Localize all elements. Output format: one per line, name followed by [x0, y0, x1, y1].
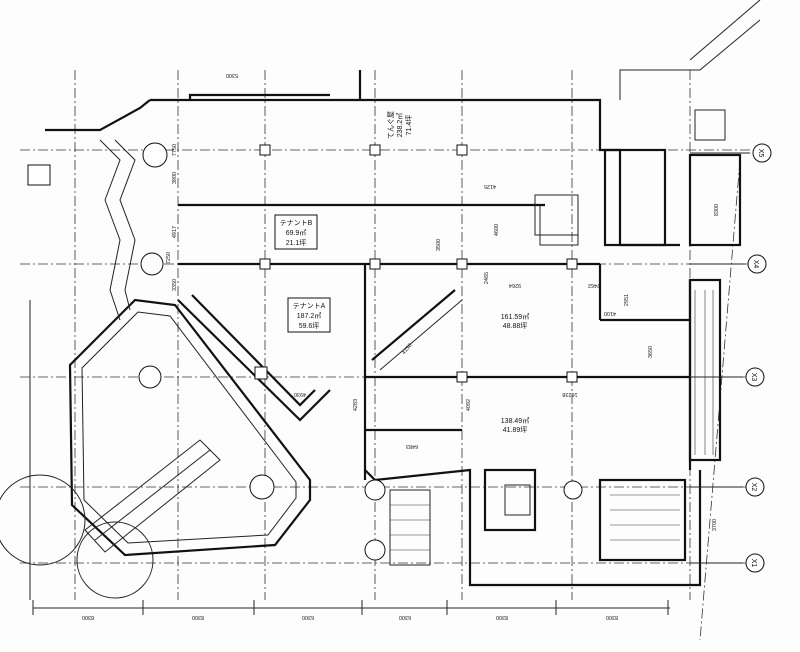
- room-tenant-a: テナントA 187.2㎡ 59.6坪: [287, 297, 331, 333]
- room-area: 187.2㎡: [297, 312, 322, 320]
- dimension-label: 3350: [172, 279, 178, 291]
- room-tsubo: 21.1坪: [286, 239, 307, 247]
- dimension-label: 4930: [294, 391, 306, 397]
- dimension-label: 8300: [496, 614, 508, 620]
- svg-text:X2: X2: [750, 483, 757, 492]
- dimension-label: 6300: [302, 614, 314, 620]
- grid-bubble-x3: X3: [690, 367, 765, 387]
- dimension-label: 4283: [353, 399, 359, 411]
- interior-dimensions: 5300 7750 3900 4917 7250 3350 4125 4600 …: [166, 72, 720, 531]
- dimension-label: 5300: [226, 72, 238, 78]
- grid-bubble-x4: X4: [690, 254, 767, 274]
- room-name: テナントB: [280, 219, 313, 227]
- dimension-label: 4600: [494, 224, 500, 236]
- dimension-label: 8300: [82, 614, 94, 620]
- room-area: 138.49㎡: [501, 417, 529, 425]
- svg-text:X1: X1: [750, 559, 757, 568]
- bottom-dimensions: 8300 8300 6300 6300 8300 8300: [82, 614, 618, 620]
- room-area: 238.2㎡: [396, 113, 404, 138]
- dimension-label: 2951: [624, 294, 630, 306]
- round-columns: [138, 142, 583, 561]
- svg-text:X3: X3: [750, 373, 757, 382]
- walls: [150, 70, 702, 587]
- dimension-label: 9264: [509, 282, 521, 288]
- dimension-label: 8300: [192, 614, 204, 620]
- square-columns: [254, 144, 578, 383]
- dimension-label: 3650: [648, 346, 654, 358]
- room-tsubo: 71.4坪: [405, 115, 413, 136]
- room-name: てんぐ屋: [387, 111, 395, 139]
- room-tsubo: 59.6坪: [299, 322, 320, 330]
- grid-bubbles: X5 X4 X3 X2 X1: [690, 143, 772, 573]
- room-area: 69.9㎡: [286, 229, 307, 237]
- room-area: 161.59㎡: [501, 313, 529, 321]
- dimension-label: 4100: [604, 310, 616, 316]
- room-unit-lower: 138.49㎡ 41.89坪: [501, 417, 529, 434]
- dimension-label: 7750: [172, 144, 178, 156]
- dimension-label: 16238: [562, 391, 577, 397]
- dimension-label: 3700: [712, 519, 718, 531]
- dimension-label: 4092: [466, 399, 472, 411]
- room-unit-middle: 161.59㎡ 48.88坪: [501, 313, 529, 330]
- room-name: テナントA: [293, 302, 326, 310]
- diagonal-walls: [177, 289, 463, 422]
- escalator-hall: [0, 298, 312, 599]
- dimension-label: 2462: [588, 282, 600, 288]
- dimension-label: 4125: [484, 183, 496, 189]
- room-tsubo: 41.89坪: [503, 426, 528, 434]
- svg-text:X5: X5: [757, 149, 764, 158]
- left-corridor: [27, 99, 151, 600]
- dimension-label: 3500: [436, 239, 442, 251]
- dimension-label: 2465: [484, 272, 490, 284]
- dimension-label: 4917: [172, 226, 178, 238]
- service-core: [389, 0, 761, 566]
- room-tsubo: 48.88坪: [503, 322, 528, 330]
- dimension-label: 8300: [606, 614, 618, 620]
- dimension-label: 7250: [166, 252, 172, 264]
- dimension-label: 4150: [401, 343, 413, 356]
- bottom-dimension-line: [32, 600, 670, 615]
- grid-bubble-x5: X5: [690, 143, 772, 163]
- room-tenant-b: テナントB 69.9㎡ 21.1坪: [274, 214, 318, 250]
- dimension-label: 6483: [406, 443, 418, 449]
- grid-bubble-x2: X2: [690, 477, 765, 497]
- dimension-label: 6300: [399, 614, 411, 620]
- grid-bubble-x1: X1: [690, 553, 765, 573]
- dimension-label: 3900: [172, 172, 178, 184]
- svg-text:X4: X4: [752, 260, 759, 269]
- dimension-label: 8300: [714, 204, 720, 216]
- room-restaurant: てんぐ屋 238.2㎡ 71.4坪: [387, 111, 413, 139]
